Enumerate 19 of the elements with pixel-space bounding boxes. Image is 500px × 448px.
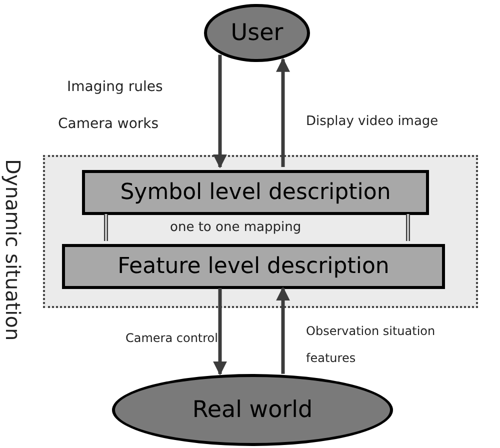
double-connector [406,214,410,241]
edge-label: Display video image [306,113,440,131]
arrow [276,58,290,167]
node-label: Symbol level description [120,179,391,207]
arrow [213,54,227,168]
text-label: Imaging rules [67,78,163,97]
process-box [82,170,429,215]
group-title: Dynamic situation [3,159,23,341]
node-label: Feature level description [118,253,390,281]
edge-label: Observation situation features [306,323,436,367]
double-connector [104,214,108,241]
process-box [62,244,445,289]
node-label: User [230,18,284,48]
edge-label: Camera control [124,330,218,347]
text-label: one to one mapping [170,219,302,237]
arrow [213,288,227,376]
text-label: Camera works [58,115,159,134]
node-label: Real world [192,396,313,425]
arrow [276,286,290,374]
